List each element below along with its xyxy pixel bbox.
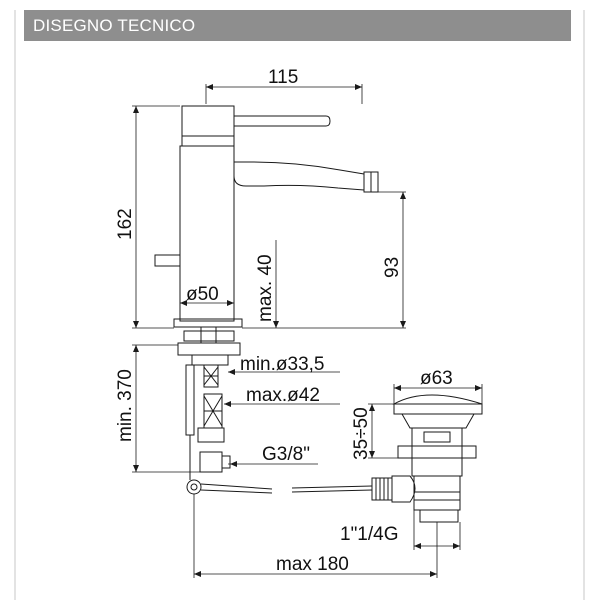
hose-nut-upper [197, 427, 225, 443]
waste-tail [419, 509, 459, 523]
arrowheads [133, 84, 482, 577]
flex-hoses [185, 364, 231, 480]
spout-bottom [233, 175, 365, 191]
hose-thin-tube [185, 364, 195, 436]
fixing-washer [183, 330, 235, 342]
hose-connector [199, 451, 223, 473]
waste-flange [393, 403, 483, 415]
left-border-line [14, 10, 16, 600]
link-rod-bottom [200, 489, 273, 494]
rod-right-top [291, 485, 373, 489]
waste-cap [392, 394, 483, 405]
label-115: 115 [268, 67, 298, 88]
label-g38: G3/8" [262, 444, 310, 465]
hose-connector-tip [221, 455, 231, 469]
header-bar: DISEGNO TECNICO [24, 10, 571, 41]
label-50: ø50 [186, 284, 219, 305]
label-35-50: 35÷50 [351, 407, 372, 460]
waste-nut [397, 445, 477, 459]
waste-thread [414, 491, 460, 501]
rod-knurl [371, 477, 393, 501]
knurl-lines [375, 478, 389, 500]
handle-cap [181, 105, 235, 147]
body-column [179, 145, 235, 322]
label-max-hole: max.ø42 [246, 385, 320, 406]
dimension-lines [132, 84, 483, 578]
waste-assembly [186, 394, 483, 523]
spout-top [234, 161, 365, 175]
label-162: 162 [115, 208, 136, 240]
waste-lower-body [413, 475, 461, 511]
hose-lower-pattern [203, 395, 223, 427]
dimension-labels: 115 162 93 max. 40 ø50 min. 370 min.ø33,… [115, 67, 453, 575]
lever-arm [233, 115, 331, 127]
label-min370: min. 370 [115, 369, 136, 442]
label-63: ø63 [420, 368, 453, 389]
right-border-line [583, 10, 585, 600]
fixing-nut [177, 342, 241, 356]
base-plate [173, 318, 243, 328]
label-max40: max. 40 [255, 254, 276, 322]
rod-nut [391, 475, 416, 503]
pivot-center [190, 483, 198, 491]
pivot-ring [186, 479, 202, 495]
waste-body [411, 427, 463, 477]
faucet-body [154, 105, 379, 366]
waste-collar [401, 413, 475, 429]
label-1-14g: 1"1/4G [340, 524, 399, 545]
label-max180: max 180 [276, 554, 349, 575]
label-min-hole: min.ø33,5 [240, 354, 324, 375]
link-rod-top [200, 483, 273, 490]
fixing-lower [191, 354, 229, 366]
rod-right-bottom [291, 489, 373, 493]
label-93: 93 [382, 257, 403, 278]
hose-upper-pattern [203, 366, 219, 386]
popup-rod [154, 254, 181, 267]
page-title: DISEGNO TECNICO [33, 16, 196, 35]
waste-window [423, 431, 451, 443]
